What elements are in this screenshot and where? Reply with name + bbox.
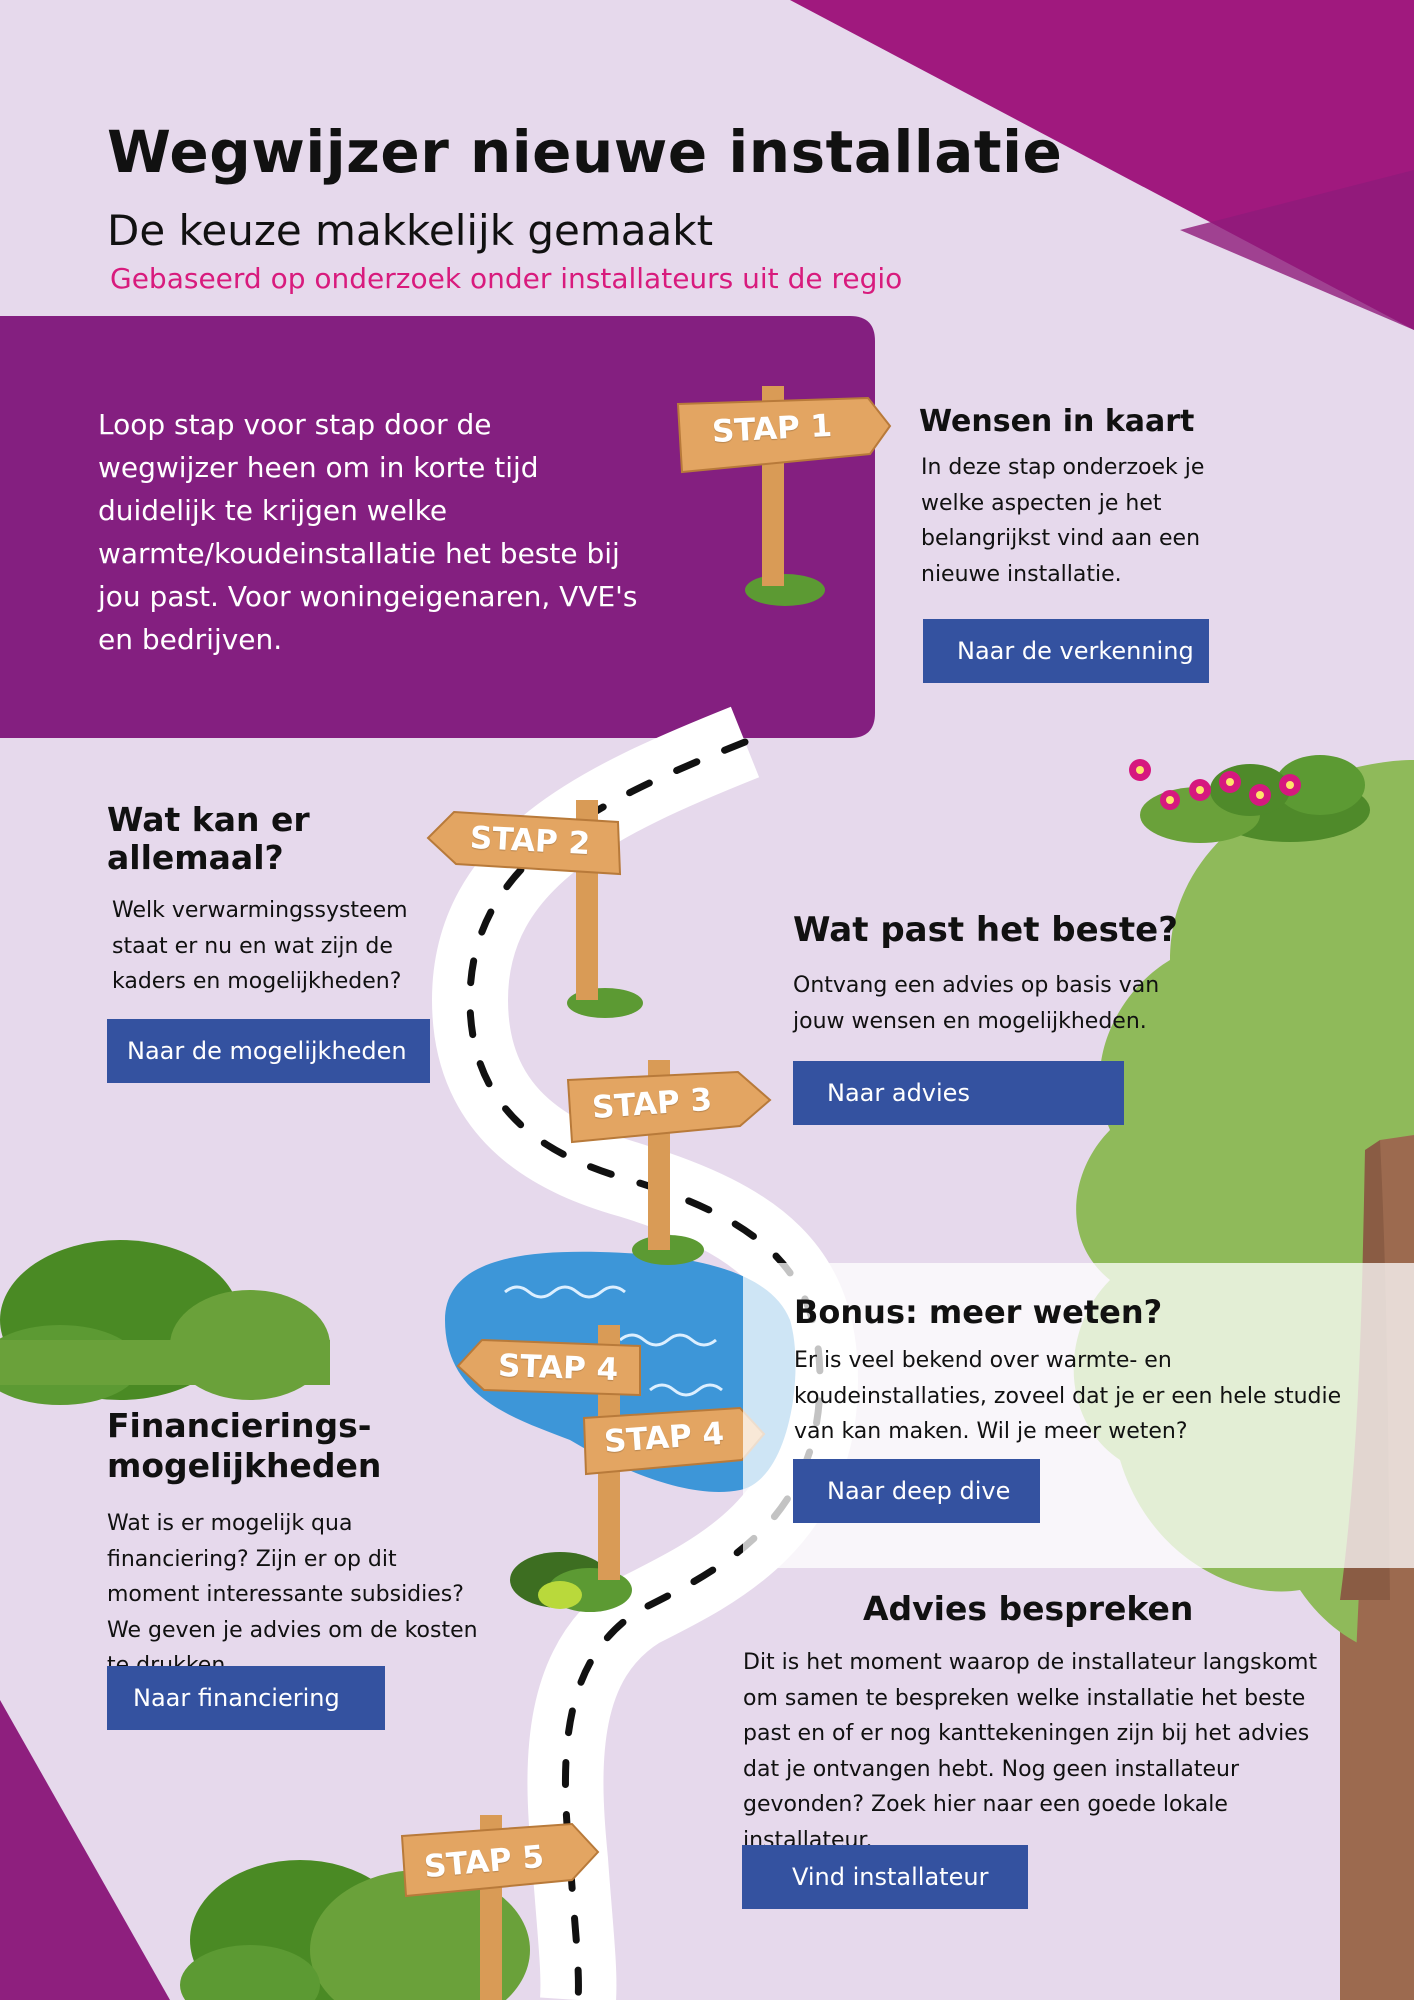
wensen-heading: Wensen in kaart bbox=[919, 404, 1195, 439]
bonus-body: Er is veel bekend over warmte- en koudei… bbox=[794, 1348, 1342, 1444]
wensen-body: In deze stap onderzoek je welke aspecten… bbox=[921, 455, 1205, 587]
page-tagline: Gebaseerd op onderzoek onder installateu… bbox=[110, 262, 903, 295]
naar-deep-dive-button[interactable]: Naar deep dive bbox=[793, 1459, 1040, 1523]
naar-advies-button[interactable]: Naar advies bbox=[793, 1061, 1124, 1125]
sign-stap-2: STAP 2 bbox=[469, 819, 592, 863]
bespreken-heading: Advies bespreken bbox=[863, 1589, 1194, 1628]
bespreken-body: Dit is het moment waarop de installateur… bbox=[743, 1650, 1318, 1853]
mogelijkheden-heading: Wat kan er allemaal? bbox=[107, 800, 310, 877]
bottom-bush bbox=[180, 1860, 530, 2000]
sign-stap-4a: STAP 4 bbox=[497, 1347, 619, 1389]
page-title: Wegwijzer nieuwe installatie bbox=[107, 118, 1063, 186]
advies-body: Ontvang een advies op basis van jouw wen… bbox=[793, 973, 1160, 1034]
corner-shape-top-accent bbox=[1180, 170, 1414, 330]
financiering-body: Wat is er mogelijk qua financiering? Zij… bbox=[107, 1511, 478, 1678]
left-bush bbox=[0, 1240, 330, 1405]
intro-text: Loop stap voor stap door de wegwijzer he… bbox=[98, 408, 638, 656]
corner-shape-bottom bbox=[0, 1700, 170, 2000]
sign-stap-1: STAP 1 bbox=[711, 407, 834, 451]
mogelijkheden-body: Welk verwarmingssysteem staat er nu en w… bbox=[112, 898, 408, 994]
naar-mogelijkheden-button[interactable]: Naar de mogelijkheden bbox=[107, 1019, 430, 1083]
sign-boards bbox=[400, 396, 892, 1898]
naar-verkenning-button[interactable]: Naar de verkenning bbox=[923, 619, 1209, 683]
financiering-heading: Financierings-mogelijkheden bbox=[107, 1406, 382, 1485]
vind-installateur-button[interactable]: Vind installateur bbox=[742, 1845, 1028, 1909]
intro-panel bbox=[0, 316, 875, 738]
advies-heading: Wat past het beste? bbox=[793, 910, 1178, 950]
naar-financiering-button[interactable]: Naar financiering bbox=[107, 1666, 385, 1730]
page-subtitle: De keuze makkelijk gemaakt bbox=[107, 206, 714, 255]
flower-bush bbox=[1129, 755, 1370, 843]
bonus-heading: Bonus: meer weten? bbox=[794, 1293, 1163, 1331]
